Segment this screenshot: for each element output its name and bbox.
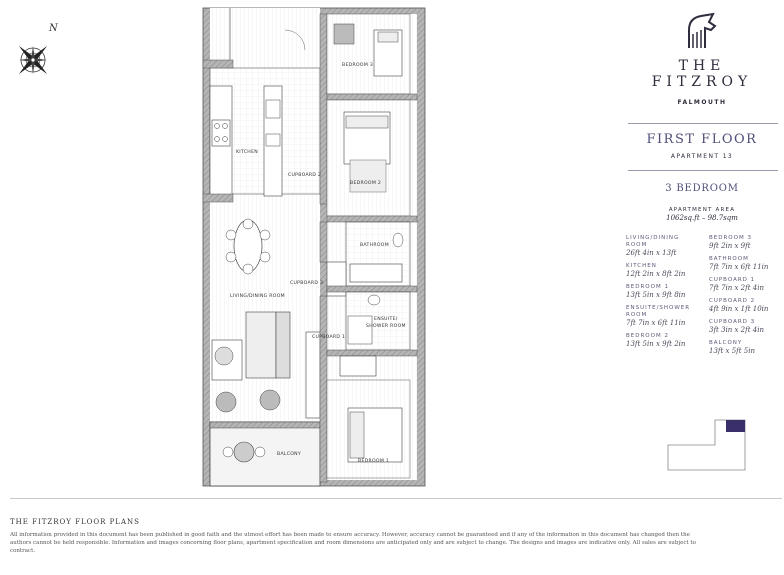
cupboard1-label: CUPBOARD 1 bbox=[312, 334, 345, 340]
living-dining-room bbox=[211, 218, 321, 419]
balcony-label: BALCONY bbox=[277, 451, 301, 457]
cupboard-1 bbox=[339, 355, 377, 377]
horse-logo-icon bbox=[688, 12, 717, 48]
cupboard2-label: CUPBOARD 2 bbox=[288, 172, 321, 178]
kitchen-label: KITCHEN bbox=[236, 149, 258, 155]
bedroom-count: 3 BEDROOM bbox=[665, 183, 739, 194]
divider bbox=[628, 170, 778, 171]
kitchen bbox=[209, 67, 321, 197]
entry-area bbox=[210, 8, 285, 68]
bathroom-label: BATHROOM bbox=[360, 242, 389, 248]
compass-rose-icon bbox=[18, 45, 48, 75]
cupboard3-label: CUPBOARD 3 bbox=[290, 280, 323, 286]
ensuite bbox=[345, 291, 411, 351]
bedroom-2 bbox=[326, 99, 411, 217]
key-plan bbox=[667, 419, 746, 471]
floor-title: FIRST FLOOR bbox=[646, 132, 758, 147]
footer-title: THE FITZROY FLOOR PLANS bbox=[10, 518, 140, 526]
ensuite-label-2: SHOWER ROOM bbox=[366, 323, 406, 329]
north-label: N bbox=[48, 23, 59, 34]
brand-name-line1: THE bbox=[678, 58, 726, 74]
brand-name-line2: FITZROY bbox=[651, 74, 753, 90]
info-panel: THE FITZROY FALMOUTH FIRST FLOOR APARTME… bbox=[620, 0, 784, 500]
apartment-number: APARTMENT 13 bbox=[670, 153, 734, 160]
ensuite-label-1: ENSUITE/ bbox=[374, 316, 398, 322]
bedroom2-label: BEDROOM 2 bbox=[350, 180, 381, 186]
bedroom1-label: BEDROOM 1 bbox=[358, 458, 389, 464]
bathroom bbox=[345, 221, 411, 287]
balcony bbox=[209, 421, 321, 487]
floor-plan: N KITCHEN bbox=[18, 7, 746, 487]
bedroom-3 bbox=[326, 13, 411, 95]
living-label: LIVING/DINING ROOM bbox=[230, 293, 285, 299]
footer-disclaimer: All information provided in this documen… bbox=[10, 532, 696, 554]
bedroom-1 bbox=[326, 379, 411, 479]
area-value: 1062sq.ft – 98.7sqm bbox=[666, 214, 738, 222]
bedroom3-label: BEDROOM 3 bbox=[342, 62, 373, 68]
area-label: APARTMENT AREA bbox=[668, 207, 736, 213]
brand-location: FALMOUTH bbox=[677, 99, 727, 106]
footer-divider bbox=[10, 498, 782, 499]
divider bbox=[628, 123, 778, 124]
